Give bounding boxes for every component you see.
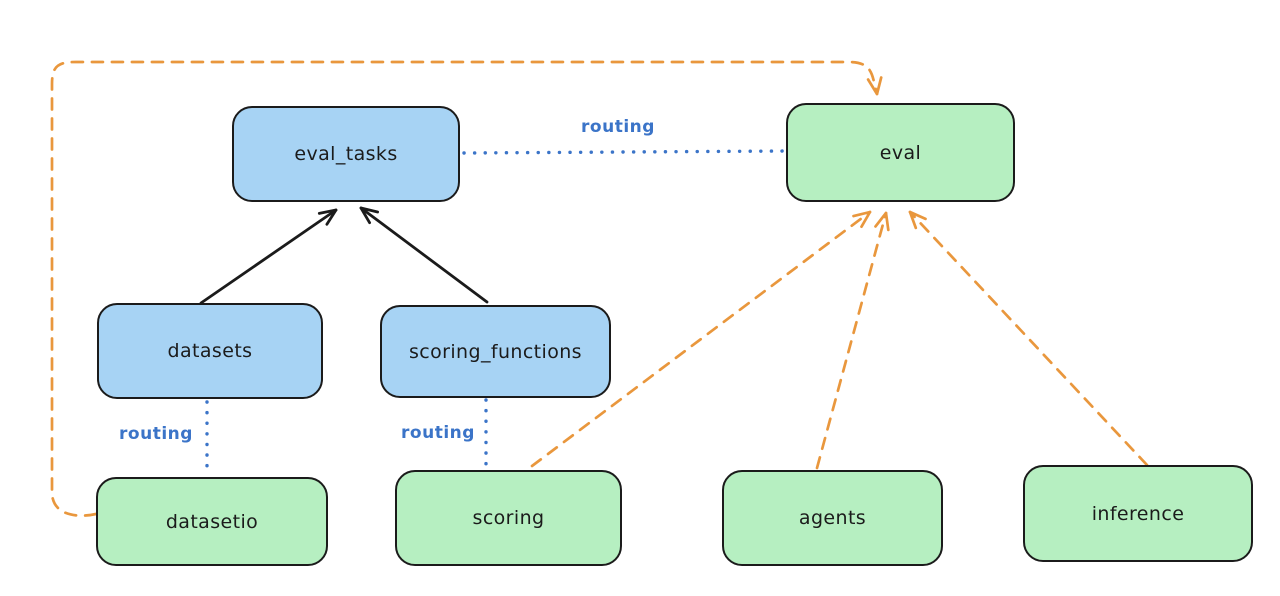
- node-agents-label: agents: [798, 507, 867, 529]
- node-inference: inference: [1023, 465, 1253, 562]
- edge-label-routing-top: routing: [581, 117, 655, 137]
- edge-inference-to-eval: [908, 210, 1149, 467]
- edge-agents-to-eval: [815, 211, 890, 470]
- node-agents: agents: [722, 470, 943, 566]
- edge-label-routing-left: routing: [119, 424, 193, 444]
- edge-eval-tasks-to-eval: [462, 149, 786, 155]
- node-scoring-label: scoring: [472, 507, 545, 529]
- node-datasets: datasets: [97, 303, 323, 399]
- edge-scoring-functions-to-eval-tasks: [359, 206, 489, 304]
- edge-label-routing-middle: routing: [401, 423, 475, 443]
- node-datasets-label: datasets: [167, 340, 253, 362]
- node-scoring-functions: scoring_functions: [380, 305, 611, 398]
- edge-datasetio-to-eval: [50, 60, 883, 517]
- node-eval-label: eval: [879, 141, 922, 164]
- node-datasetio: datasetio: [96, 477, 328, 566]
- node-eval-tasks: eval_tasks: [232, 106, 460, 202]
- node-scoring: scoring: [395, 470, 622, 566]
- edge-datasets-to-eval-tasks: [199, 208, 338, 305]
- node-inference-label: inference: [1091, 502, 1185, 525]
- node-eval-tasks-label: eval_tasks: [294, 143, 398, 165]
- node-datasetio-label: datasetio: [165, 510, 259, 533]
- node-eval: eval: [786, 103, 1015, 202]
- node-scoring-functions-label: scoring_functions: [409, 340, 582, 363]
- edge-scoring-to-eval: [530, 210, 872, 468]
